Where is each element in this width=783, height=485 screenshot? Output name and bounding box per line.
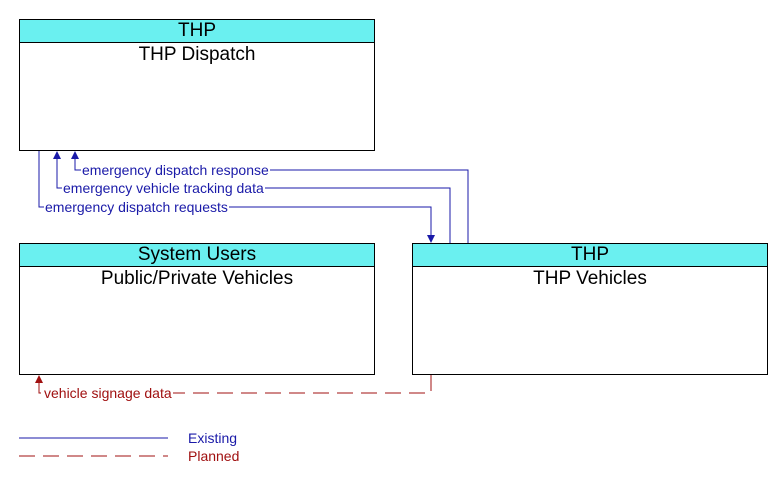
thp-vehicles-box: THP THP Vehicles [412,243,768,375]
flow-label-emergency-dispatch-response: emergency dispatch response [81,162,270,178]
flow-line-emergency-dispatch-response [74,153,469,243]
flow-label-vehicle-signage: vehicle signage data [43,385,173,401]
legend-planned-label: Planned [188,448,240,464]
public-private-vehicles-header: System Users [20,244,374,267]
flow-label-emergency-dispatch-requests: emergency dispatch requests [44,199,229,215]
flow-line-emergency-dispatch-requests [38,151,432,241]
arrowhead-up-icon [53,151,61,159]
thp-vehicles-title: THP Vehicles [533,268,647,289]
flow-line-vehicle-signage [38,375,432,394]
thp-dispatch-header: THP [20,20,374,43]
public-private-vehicles-box: System Users Public/Private Vehicles [19,243,375,375]
thp-vehicles-header: THP [413,244,767,267]
thp-dispatch-title: THP Dispatch [138,44,256,65]
arrowhead-up-icon [71,151,79,159]
legend-existing-label: Existing [188,430,238,446]
thp-dispatch-box: THP THP Dispatch [19,19,375,151]
arrowhead-up-icon [35,375,43,383]
arrowhead-down-icon [427,235,435,243]
flow-label-emergency-vehicle-tracking: emergency vehicle tracking data [62,180,265,196]
public-private-vehicles-title: Public/Private Vehicles [100,268,294,289]
